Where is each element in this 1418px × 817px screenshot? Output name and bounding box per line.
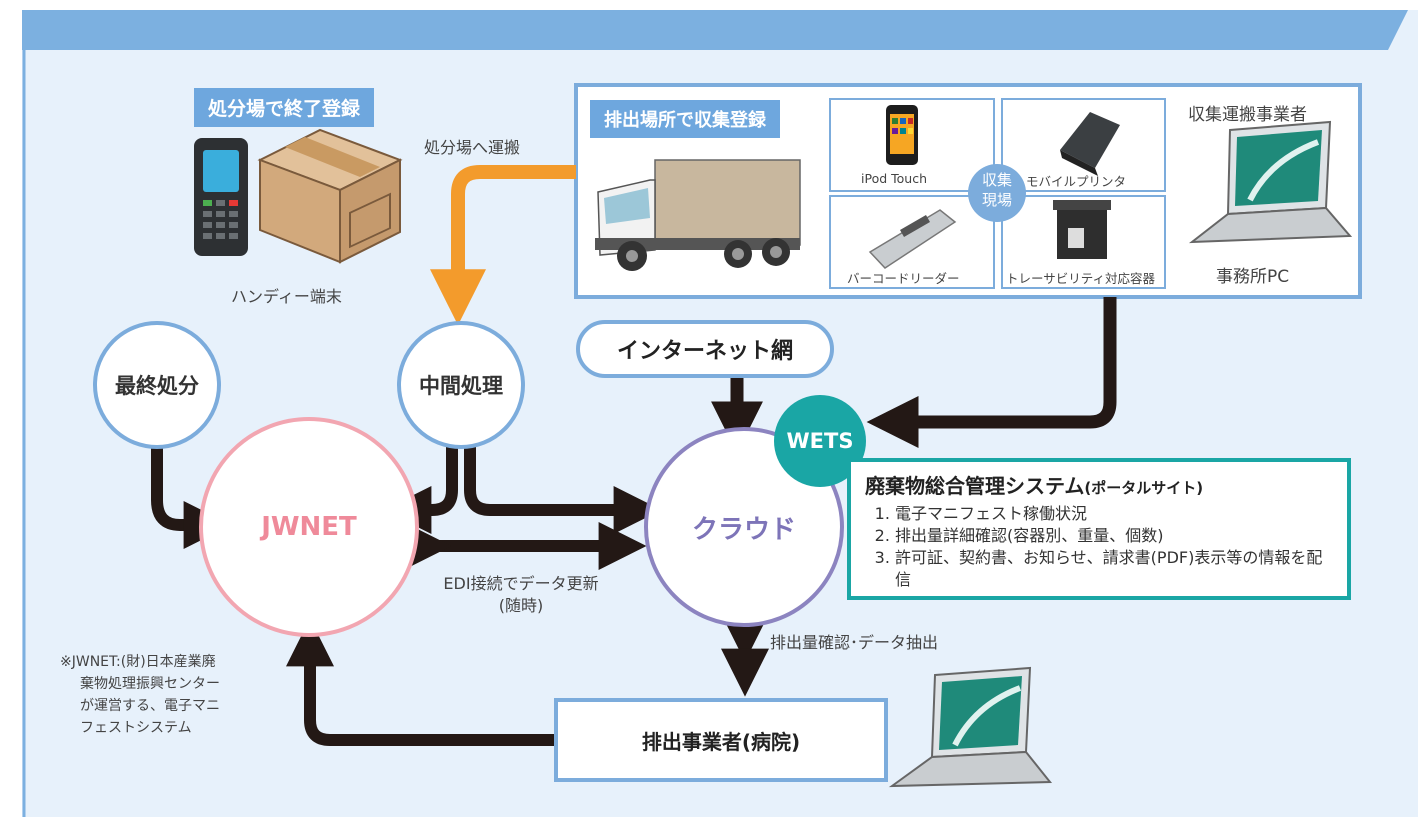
ipod-touch-icon bbox=[886, 105, 918, 165]
edi-connection-label: EDI接続でデータ更新 (随時) bbox=[416, 573, 626, 617]
note-line: 棄物処理振興センター bbox=[80, 676, 220, 692]
portal-feature-item: 排出量詳細確認(容器別、重量、個数) bbox=[895, 525, 1333, 547]
cardboard-box-icon bbox=[257, 128, 403, 264]
collection-site-line2: 現場 bbox=[981, 191, 1012, 209]
collection-site-line1: 収集 bbox=[981, 171, 1012, 189]
barcode-reader-icon bbox=[868, 209, 957, 269]
arrow-middle-to-jwnet bbox=[383, 447, 458, 534]
mobile-printer-icon bbox=[1060, 112, 1120, 176]
hospital-box bbox=[554, 698, 888, 782]
container-icon bbox=[1053, 200, 1111, 259]
hospital-laptop-icon bbox=[888, 666, 1053, 788]
edi-line2: (随時) bbox=[498, 596, 544, 615]
portal-feature-item: 許可証、契約書、お知らせ、請求書(PDF)表示等の情報を配信 bbox=[895, 547, 1333, 591]
hospital-node: 排出事業者(病院) bbox=[641, 729, 801, 754]
note-line: フェストシステム bbox=[80, 720, 192, 736]
internet-node: インターネット網 bbox=[576, 320, 834, 378]
middle-treatment-label: 中間処理 bbox=[419, 374, 503, 398]
office-pc-icon bbox=[1188, 120, 1353, 244]
jwnet-label: JWNET bbox=[261, 512, 357, 542]
portal-title-sub: (ポータルサイト) bbox=[1084, 479, 1204, 497]
ipod-touch-label: iPod Touch bbox=[861, 171, 927, 186]
wets-label: WETS bbox=[786, 429, 854, 453]
transport-arrow bbox=[430, 165, 576, 326]
final-disposal-label: 最終処分 bbox=[115, 374, 199, 398]
arrow-middle-to-cloud bbox=[464, 447, 662, 534]
arrow-hospital-to-jwnet bbox=[286, 618, 556, 746]
final-disposal-circle bbox=[93, 321, 221, 449]
transport-label: 処分場へ運搬 bbox=[424, 138, 521, 157]
disposal-registration-tag: 処分場で終了登録 bbox=[194, 88, 375, 127]
handy-terminal-icon bbox=[194, 138, 248, 256]
mobile-printer-label: モバイルプリンタ bbox=[1026, 174, 1127, 189]
truck-icon bbox=[595, 159, 801, 271]
barcode-reader-label: バーコードリーダー bbox=[847, 271, 960, 286]
portal-feature-item: 電子マニフェスト稼働状況 bbox=[895, 503, 1333, 525]
carrier-label: 収集運搬事業者 bbox=[1188, 105, 1307, 125]
header-bar bbox=[22, 10, 1408, 50]
portal-title-main: 廃棄物総合管理システム bbox=[865, 474, 1085, 498]
arrow-office-to-wets bbox=[866, 297, 1117, 448]
note-line: ※JWNET:(財)日本産業廃 bbox=[60, 654, 216, 670]
collection-registration-tag: 排出場所で収集登録 bbox=[590, 100, 780, 138]
portal-title: 廃棄物総合管理システム(ポータルサイト) bbox=[865, 470, 1333, 499]
container-label: トレーサビリティ対応容器 bbox=[1006, 271, 1156, 286]
wets-circle bbox=[774, 395, 866, 487]
data-extraction-label: 排出量確認･データ抽出 bbox=[770, 633, 939, 652]
middle-treatment-circle bbox=[397, 321, 525, 449]
edi-line1: EDI接続でデータ更新 bbox=[443, 574, 599, 593]
collection-site-badge: 収集 現場 bbox=[968, 170, 1026, 210]
office-pc-label: 事務所PC bbox=[1216, 267, 1290, 287]
portal-box: 廃棄物総合管理システム(ポータルサイト) 電子マニフェスト稼働状況 排出量詳細確… bbox=[847, 458, 1351, 600]
note-line: が運営する、電子マニ bbox=[80, 698, 220, 714]
portal-feature-list: 電子マニフェスト稼働状況 排出量詳細確認(容器別、重量、個数) 許可証、契約書、… bbox=[865, 503, 1333, 591]
handy-terminal-label: ハンディー端末 bbox=[231, 287, 342, 306]
jwnet-footnote: ※JWNET:(財)日本産業廃 棄物処理振興センター が運営する、電子マニ フェ… bbox=[60, 651, 275, 739]
jwnet-circle bbox=[199, 417, 419, 637]
arrow-final-to-jwnet bbox=[151, 445, 232, 549]
cloud-label: クラウド bbox=[691, 514, 796, 545]
